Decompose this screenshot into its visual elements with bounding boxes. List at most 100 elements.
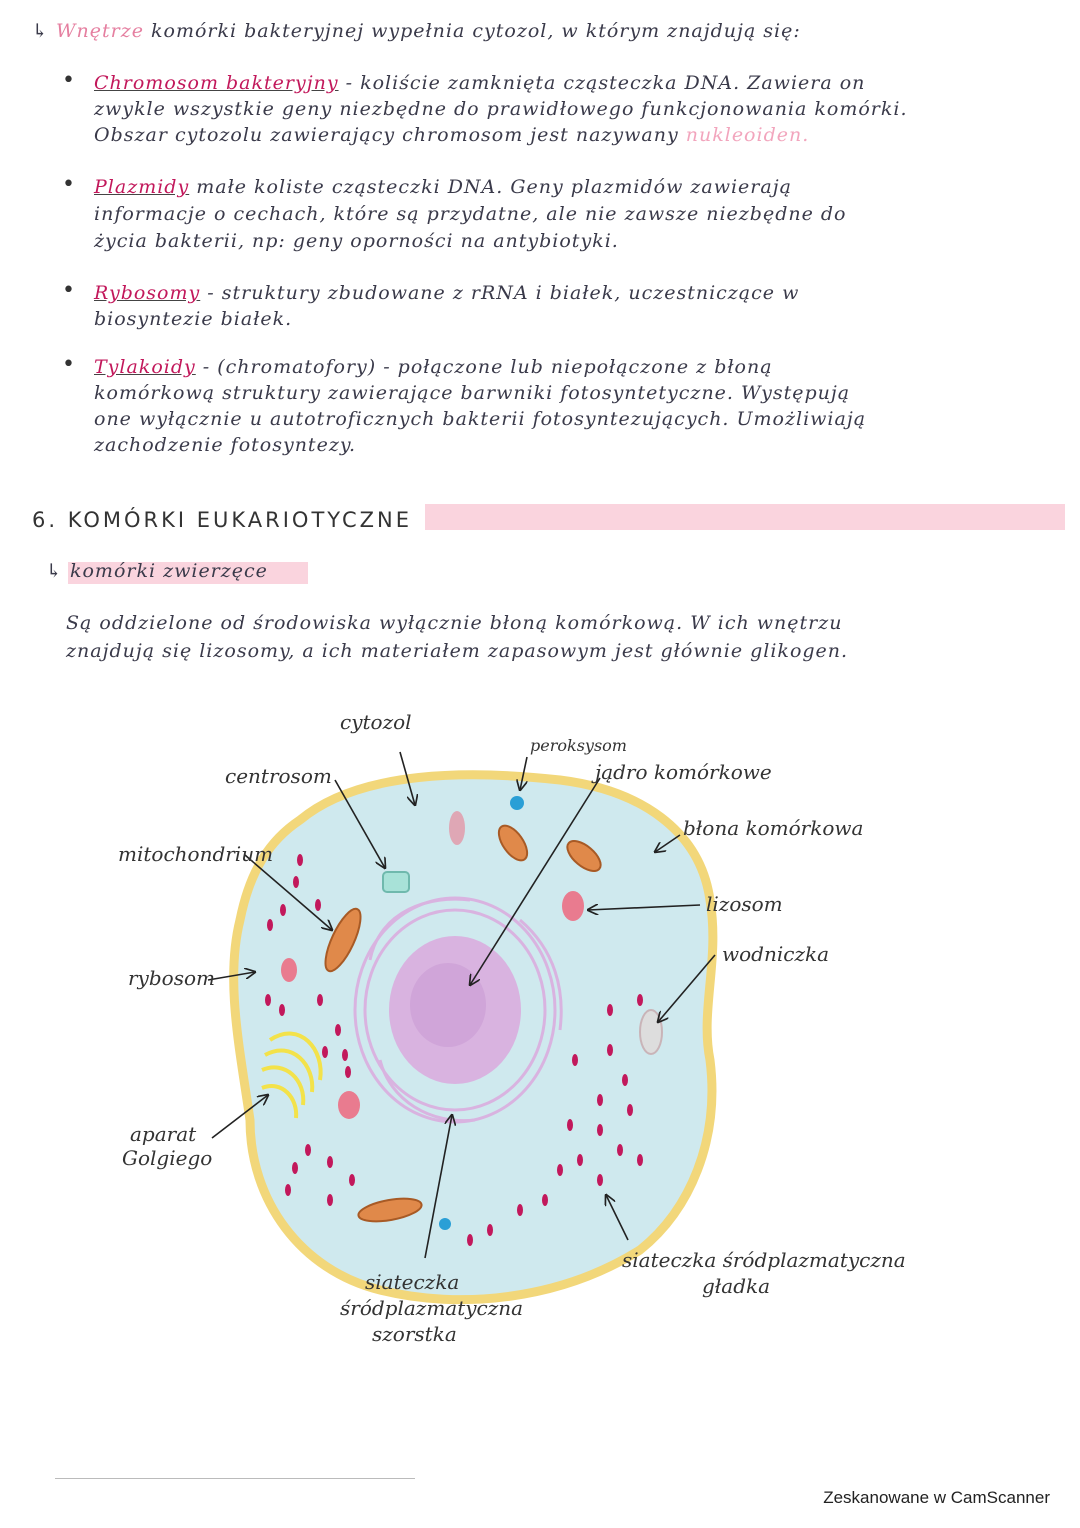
label-rer-2: śródplazmatyczna bbox=[340, 1296, 524, 1320]
lysosome bbox=[449, 811, 465, 845]
subtitle-arrow: ↳ bbox=[46, 560, 63, 582]
bullet-plazmidy-line-3: życia bakterii, np: geny oporności na an… bbox=[94, 230, 619, 252]
ribosome bbox=[305, 1144, 311, 1156]
subtitle-line: ↳ komórki zwierzęce bbox=[46, 560, 268, 582]
ribosome bbox=[285, 1184, 291, 1196]
arrow-centrosom bbox=[334, 779, 385, 868]
section-title: 6. KOMÓRKI EUKARIOTYCZNE bbox=[32, 508, 412, 532]
lysosome bbox=[338, 1091, 360, 1119]
ribosome bbox=[280, 904, 286, 916]
label-centrosom: centrosom bbox=[225, 764, 332, 788]
subtitle-highlight bbox=[68, 562, 308, 584]
section-highlight bbox=[425, 504, 1065, 530]
bullet-tylakoidy-line-2: komórkową struktury zawierające barwniki… bbox=[94, 382, 851, 404]
label-ser-2: gładka bbox=[702, 1274, 771, 1298]
bottom-rule bbox=[55, 1478, 415, 1479]
bullet-dot: • bbox=[62, 278, 75, 303]
ribosome bbox=[637, 994, 643, 1006]
bullet-text: - struktury zbudowane z rRNA i białek, u… bbox=[207, 282, 800, 304]
ribosome bbox=[597, 1094, 603, 1106]
ribosome bbox=[315, 899, 321, 911]
bullet-text: małe koliste cząsteczki DNA. Geny plazmi… bbox=[196, 176, 792, 198]
ribosome bbox=[572, 1054, 578, 1066]
ribosome bbox=[617, 1144, 623, 1156]
bullet-tylakoidy-line-1: Tylakoidy - (chromatofory) - połączone l… bbox=[94, 356, 773, 378]
bullet-rybosomy-line-2: biosyntezie białek. bbox=[94, 308, 293, 330]
term-plazmidy: Plazmidy bbox=[94, 176, 190, 198]
ribosome bbox=[267, 919, 273, 931]
bullet-tylakoidy-line-4: zachodzenie fotosyntezy. bbox=[94, 434, 357, 456]
label-cytozol: cytozol bbox=[340, 710, 412, 734]
term-nukleoid: nukleoiden. bbox=[685, 124, 810, 146]
peroxisome bbox=[510, 796, 524, 810]
label-peroksysom: peroksysom bbox=[530, 736, 627, 755]
arrow-jadro bbox=[470, 777, 601, 985]
arrow-lizosom bbox=[588, 905, 701, 910]
centrosome bbox=[382, 871, 410, 893]
ribosome bbox=[517, 1204, 523, 1216]
label-mitochondrium: mitochondrium bbox=[118, 842, 274, 866]
arrow-blona bbox=[655, 834, 681, 852]
ribosome bbox=[627, 1104, 633, 1116]
term-chromosom: Chromosom bakteryjny bbox=[94, 72, 339, 94]
ribosome bbox=[293, 876, 299, 888]
bullet-plazmidy-line-2: informacje o cechach, które są przydatne… bbox=[94, 203, 847, 225]
ribosome bbox=[567, 1119, 573, 1131]
lysosome bbox=[562, 891, 584, 921]
label-wodniczka: wodniczka bbox=[722, 942, 830, 966]
bullet-dot: • bbox=[62, 172, 75, 197]
ribosome bbox=[342, 1049, 348, 1061]
bullet-tylakoidy-line-3: one wyłącznie u autotroficznych bakterii… bbox=[94, 408, 867, 430]
label-arrows bbox=[207, 751, 716, 1259]
bullet-text: - koliście zamknięta cząsteczka DNA. Zaw… bbox=[345, 72, 866, 94]
bullet-chromosom-line-3: Obszar cytozolu zawierający chromosom je… bbox=[94, 124, 809, 146]
ribosomes bbox=[265, 854, 643, 1246]
ribosome bbox=[265, 994, 271, 1006]
arrow-ser bbox=[606, 1195, 629, 1241]
ribosome bbox=[577, 1154, 583, 1166]
label-rybosom: rybosom bbox=[128, 966, 215, 990]
arrow-rybosom bbox=[207, 972, 255, 981]
arrow-peroksysom bbox=[520, 756, 528, 790]
term-tylakoidy: Tylakoidy bbox=[94, 356, 196, 378]
label-aparat-2: Golgiego bbox=[122, 1146, 213, 1170]
ribosome bbox=[349, 1174, 355, 1186]
mitochondrion bbox=[497, 824, 529, 862]
lysosomes bbox=[281, 811, 584, 1119]
nucleolus bbox=[410, 963, 486, 1047]
bullet-plazmidy-line-1: Plazmidy małe koliste cząsteczki DNA. Ge… bbox=[94, 176, 792, 198]
ribosome bbox=[292, 1162, 298, 1174]
bullet-text: - (chromatofory) - połączone lub niepołą… bbox=[202, 356, 773, 378]
intro-term: Wnętrze bbox=[55, 20, 144, 42]
bullet-dot: • bbox=[62, 68, 75, 93]
ribosome bbox=[297, 854, 303, 866]
mitochondria bbox=[324, 824, 602, 1223]
label-ser-1: siateczka śródplazmatyczna bbox=[622, 1248, 906, 1272]
label-aparat-1: aparat bbox=[130, 1122, 197, 1146]
intro-text: komórki bakteryjnej wypełnia cytozol, w … bbox=[151, 20, 801, 42]
peroxisome bbox=[439, 1218, 451, 1230]
ribosome bbox=[622, 1074, 628, 1086]
ribosome bbox=[597, 1124, 603, 1136]
ribosome bbox=[279, 1004, 285, 1016]
intro-line: ↳ Wnętrze komórki bakteryjnej wypełnia c… bbox=[32, 20, 801, 42]
ribosome bbox=[637, 1154, 643, 1166]
section-text-line-1: Są oddzielone od środowiska wyłącznie bł… bbox=[66, 612, 843, 634]
ribosome bbox=[327, 1194, 333, 1206]
ribosome bbox=[322, 1046, 328, 1058]
section-subtitle: komórki zwierzęce bbox=[69, 560, 268, 582]
scanner-footer: Zeskanowane w CamScanner bbox=[823, 1488, 1050, 1507]
ribosome bbox=[467, 1234, 473, 1246]
bullet-chromosom-line-2: zwykle wszystkie geny niezbędne do prawi… bbox=[94, 98, 908, 120]
label-blona: błona komórkowa bbox=[683, 816, 864, 840]
ribosome bbox=[607, 1004, 613, 1016]
arrow-mitochondrium bbox=[244, 854, 332, 930]
vacuole bbox=[639, 1009, 663, 1055]
mitochondrion bbox=[566, 840, 602, 872]
arrow-aparat bbox=[211, 1095, 268, 1139]
label-jadro: jądro komórkowe bbox=[595, 760, 772, 784]
section-text-line-2: znajdują się lizosomy, a ich materiałem … bbox=[66, 640, 849, 662]
arrow-cytozol bbox=[399, 751, 415, 805]
label-rer-1: siateczka bbox=[365, 1270, 460, 1294]
